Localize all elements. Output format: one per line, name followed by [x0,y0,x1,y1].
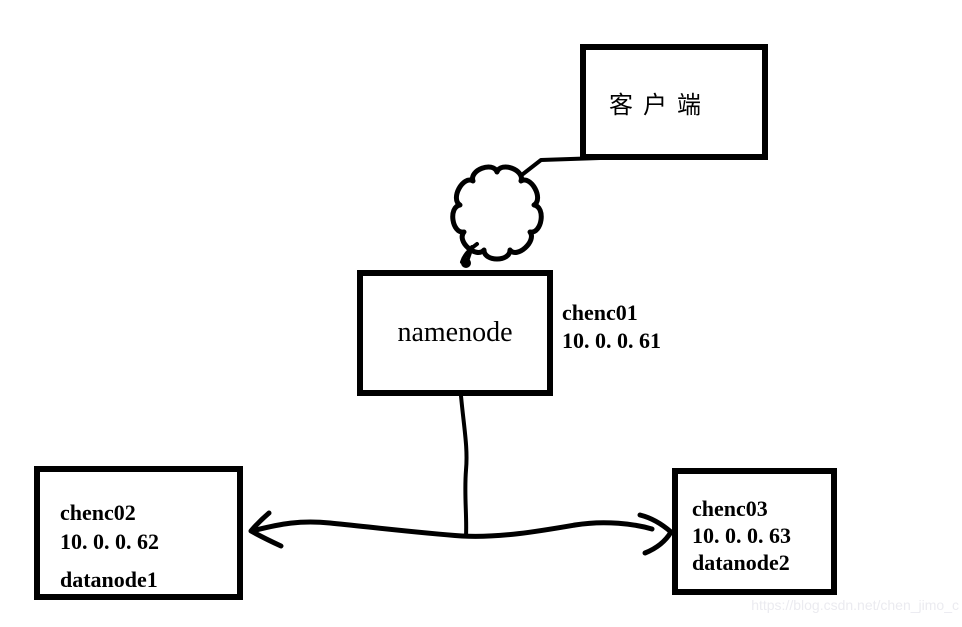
datanode1-host-text: chenc02 [60,500,136,525]
datanode1-box: chenc02 10. 0. 0. 62 datanode1 [34,466,243,600]
left-arrowhead [248,510,284,549]
namenode-label: namenode [397,317,513,348]
datanode-arrow-shaft [253,519,655,539]
client-to-cloud-line [521,156,602,176]
cloud-tail-dot [461,258,471,268]
network-cloud-shape [450,164,544,262]
datanode1-ip-text: 10. 0. 0. 62 [60,529,159,554]
namenode-host-label: chenc01 10. 0. 0. 61 [562,299,661,355]
namenode-ip-text: 10. 0. 0. 61 [562,328,661,353]
datanode2-ip-text: 10. 0. 0. 63 [692,523,791,548]
datanode2-box: chenc03 10. 0. 0. 63 datanode2 [672,468,837,595]
watermark-text: https://blog.csdn.net/chen_jimo_c [751,597,959,613]
client-label: 客 户 端 [609,92,703,119]
datanode2-host-text: chenc03 [692,496,768,521]
datanode2-role-text: datanode2 [692,550,790,575]
datanode1-role-text: datanode1 [60,567,158,592]
client-node-box: 客 户 端 [580,44,768,160]
namenode-down-line [459,394,469,538]
namenode-host-text: chenc01 [562,300,638,325]
right-arrowhead [637,512,674,556]
namenode-box: namenode [357,270,553,396]
